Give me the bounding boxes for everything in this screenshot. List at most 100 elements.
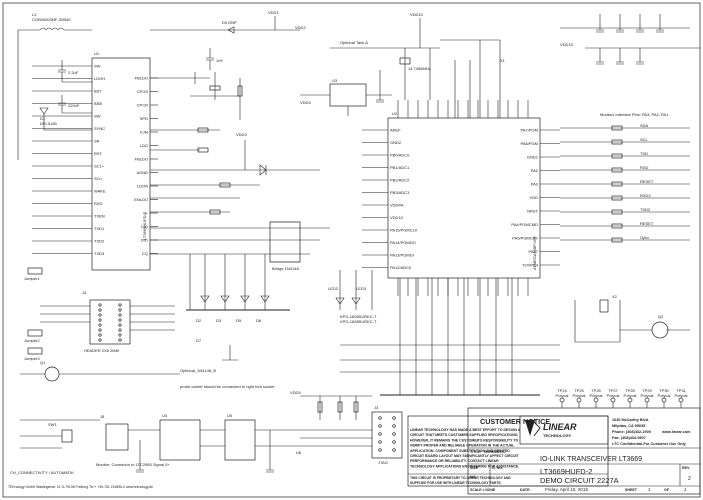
pin-label: PA5/PGMCPY — [512, 235, 538, 240]
led3-part: KPG-1608SURKC-T — [340, 319, 377, 324]
right-net-label: Opto — [640, 235, 649, 240]
d6-refdes: D6 — [256, 318, 262, 323]
jumper-body — [27, 347, 43, 355]
crystal-frequency: 14.7456MHz — [408, 66, 431, 71]
u1-feedback-network — [150, 72, 243, 153]
date-value: Friday, April 10, 2015 — [545, 487, 589, 492]
notice-footer-2: SUPPLIED FOR USE WITH LINEAR TECHNOLOGY … — [410, 481, 502, 485]
c2-value: 2.2uF — [68, 70, 79, 75]
pin-label: NRST — [527, 208, 538, 213]
pin-label: PA4/PGMCMD — [511, 222, 538, 227]
size-label: SIZE — [470, 466, 479, 470]
testpoint-circle — [559, 397, 565, 403]
pin-label: TXD1 — [94, 226, 105, 231]
u1-refdes: U1 — [94, 51, 100, 56]
jtag-pin — [392, 424, 396, 428]
testpoint-label: TP31 — [676, 388, 686, 393]
u2-top-pins — [397, 100, 529, 118]
rev-value: 2 — [688, 476, 691, 482]
testpoint-label: TP30 — [659, 388, 669, 393]
probe-note: probe carrier should be connected to rig… — [180, 384, 275, 389]
pin-label: CPCR — [137, 102, 148, 107]
u2-bottom-pins — [397, 278, 529, 296]
testpoint-note: Polycal — [590, 393, 603, 398]
pin-label: GND1 — [527, 154, 539, 159]
notice-line: VERIFY PROPER AND RELIABLE OPERATION IN … — [410, 444, 515, 448]
pin-label: PA6/PGM — [521, 141, 539, 146]
pin-label: PB2/ADC2 — [390, 177, 410, 182]
header-pin — [118, 338, 122, 342]
customer-notice: CUSTOMER NOTICE LINEAR TECHNOLOGY HAS MA… — [407, 415, 609, 487]
u4-refdes: U4 — [162, 413, 168, 418]
of-value: 1 — [684, 487, 687, 492]
right-net-label: RXD — [640, 165, 649, 170]
modbus-note: Modbus Interface Pins: PA3, PA2, PA1 — [600, 112, 669, 117]
l2-refdes: L2 — [32, 12, 37, 17]
pin-label: CPOS — [137, 89, 149, 94]
testpoint-circle — [576, 397, 582, 403]
right-net-resistor — [611, 223, 623, 229]
optional-tank-label: Optional Tank A — [340, 40, 368, 45]
jumper-label: Jumper3 — [24, 356, 40, 361]
pin-label: LDOH — [94, 76, 105, 81]
d1-part: DFLS160 — [40, 121, 58, 126]
address-block: 1630 McCarthy Blvd. Milpitas, CA 95035 P… — [612, 418, 691, 446]
c19-value: 220nF — [68, 103, 80, 108]
pin-label: RST — [94, 151, 103, 156]
header-pin — [118, 328, 122, 332]
notice-line: TECHNOLOGY APPLICATIONS ENGINEERING FOR … — [410, 464, 519, 468]
u2-microcontroller: U2 ATMEGA328P-MU AREFGND2PB0/ADC0PB1/ADC… — [362, 100, 560, 296]
vdd1-label: VDD1 — [268, 10, 279, 15]
d4-label: D4 DNP — [222, 20, 237, 25]
l2-part: COIW0003NF-300MC — [32, 17, 71, 22]
pin-label: ILIM — [140, 129, 148, 134]
d3-refdes: D3 — [216, 318, 222, 323]
sw1-refdes: SW1 — [48, 422, 57, 427]
scale-label: SCALE = NONE — [470, 488, 496, 492]
pin-label: C/Q — [141, 224, 148, 229]
middle-protection-network: VDD3 Bridge 1N4148 D2 D3 D5 D6 D7 — [150, 132, 330, 361]
u2-part-label: ATMEGA328P-MU — [532, 236, 537, 270]
jtag-pin — [378, 416, 382, 420]
jumper-label: Jumper1 — [24, 276, 40, 281]
pin-label: FBLDO — [135, 75, 148, 80]
bridge-label: Bridge 1N4148 — [272, 266, 299, 271]
header-pin — [118, 308, 122, 312]
input-capacitors: 2.2uF 220nF D1 DFLS160 — [39, 60, 92, 131]
pin-label: VDD — [530, 195, 539, 200]
pin-label: PA13/PGMDI — [390, 252, 414, 257]
right-net-label: SDA — [640, 123, 649, 128]
usb-label: CH_CONNECTIVITY / AUTOMATIK — [10, 470, 74, 475]
testpoint-note: Polycal — [573, 393, 586, 398]
u5-refdes: U5 — [227, 413, 233, 418]
top-supply-net: D4 DNP VDD1 VDD2 1nF — [150, 10, 306, 70]
jtag-pin — [378, 448, 382, 452]
right-net-resistor — [611, 209, 623, 215]
pin-label: PA15/PGMCLK — [390, 227, 418, 232]
testpoint-label: TP24 — [557, 388, 567, 393]
right-net-label: TXD2 — [640, 207, 651, 212]
address-line-2: Milpitas, CA 95035 — [612, 424, 645, 428]
u2-right-pins: PA7/PGMPA6/PGMGND1PA2PA3VDDNRSTPA4/PGMCM… — [511, 127, 560, 267]
u3-regulator: U3 VDD5 — [300, 78, 392, 116]
u4-u5-section: U4 U5 probe carrier should be connected … — [120, 368, 300, 473]
pin-label: PA14/PGMDO — [390, 240, 416, 245]
right-net-label: RXD2 — [640, 193, 651, 198]
vdd5-jtag: VDD5 — [290, 390, 301, 395]
reset-bus — [340, 278, 560, 396]
jtag-pin — [378, 424, 382, 428]
led3-refdes: LED3 — [356, 286, 367, 291]
notice-title: CUSTOMER NOTICE — [480, 417, 550, 426]
testpoint-circle — [610, 397, 616, 403]
notice-line: HOWEVER, IT REMAINS THE CUSTOMER'S RESPO… — [410, 438, 518, 442]
header-pin — [118, 323, 122, 327]
testpoint-note: Polycal — [624, 393, 637, 398]
pin-label: SCn — [94, 176, 102, 181]
pin-label: RXD — [94, 201, 103, 206]
u1-left-pins: SWLDOHBSTBSBSWSYNCSRRSTSC1+SCnWAKERXDTXE… — [32, 63, 106, 256]
vdd15-label: VDD15 — [560, 42, 574, 47]
header-pin — [118, 333, 122, 337]
crystal-area: Optional Tank A 14.7456MHz VDD10 X1 — [330, 12, 506, 118]
